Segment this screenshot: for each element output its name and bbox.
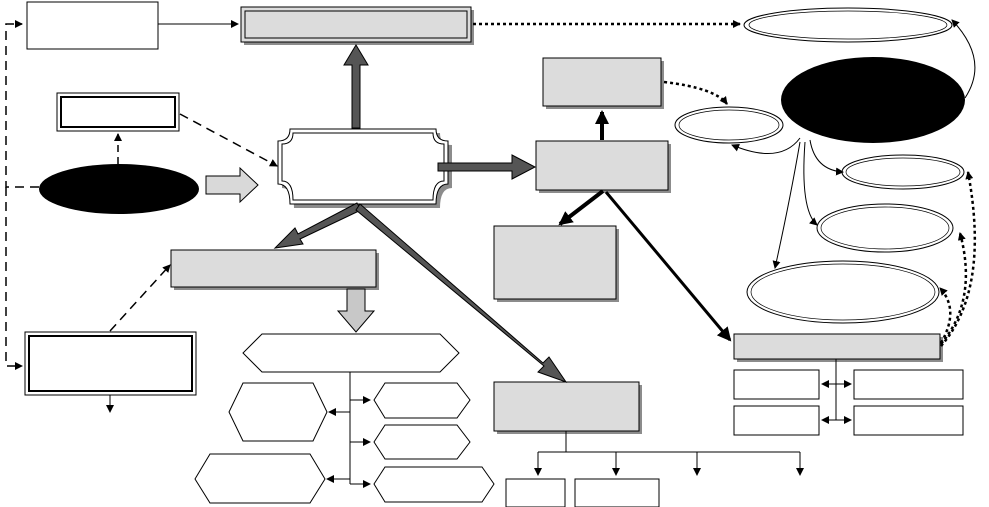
bottom-center-box [493,381,640,432]
solid-arrows [558,110,732,342]
outline-arrow-down [336,288,376,333]
hexagon-right-3 [373,466,495,503]
top-center-box [240,6,472,43]
hexagon-left-1 [228,382,328,442]
right-sub-box-4 [853,405,964,436]
right-ellipse-3 [816,203,954,253]
right-sub-box-3 [733,405,820,436]
central-plaque [277,128,449,205]
bottom-sub-box-1 [505,478,566,507]
thick-arrows [273,44,568,383]
thin-connectors [106,19,976,488]
outline-arrow-right [205,166,259,204]
right-ellipse-top [743,7,953,43]
right-ellipse-2 [841,154,965,190]
right-ellipse-small [674,106,784,144]
upper-right-box [542,57,662,107]
left-double-box [56,92,180,132]
right-black-ellipse [781,57,965,143]
hexagon-bar [242,333,460,373]
bottom-left-double-box [24,331,197,396]
right-sub-box-1 [733,369,820,400]
lower-right-box [493,225,617,300]
left-middle-bar [170,249,377,288]
left-black-ellipse [39,164,199,214]
right-ellipse-4 [746,260,940,324]
right-bar [733,333,941,360]
bottom-sub-box-2 [574,478,660,507]
right-sub-box-2 [853,369,964,400]
dashed-connectors [5,20,278,370]
hexagon-left-2 [194,453,326,504]
hexagon-right-2 [373,424,471,460]
hexagon-right-1 [373,382,471,419]
top-left-box [26,1,159,50]
dotted-connectors [473,20,977,347]
middle-right-box [535,140,669,191]
